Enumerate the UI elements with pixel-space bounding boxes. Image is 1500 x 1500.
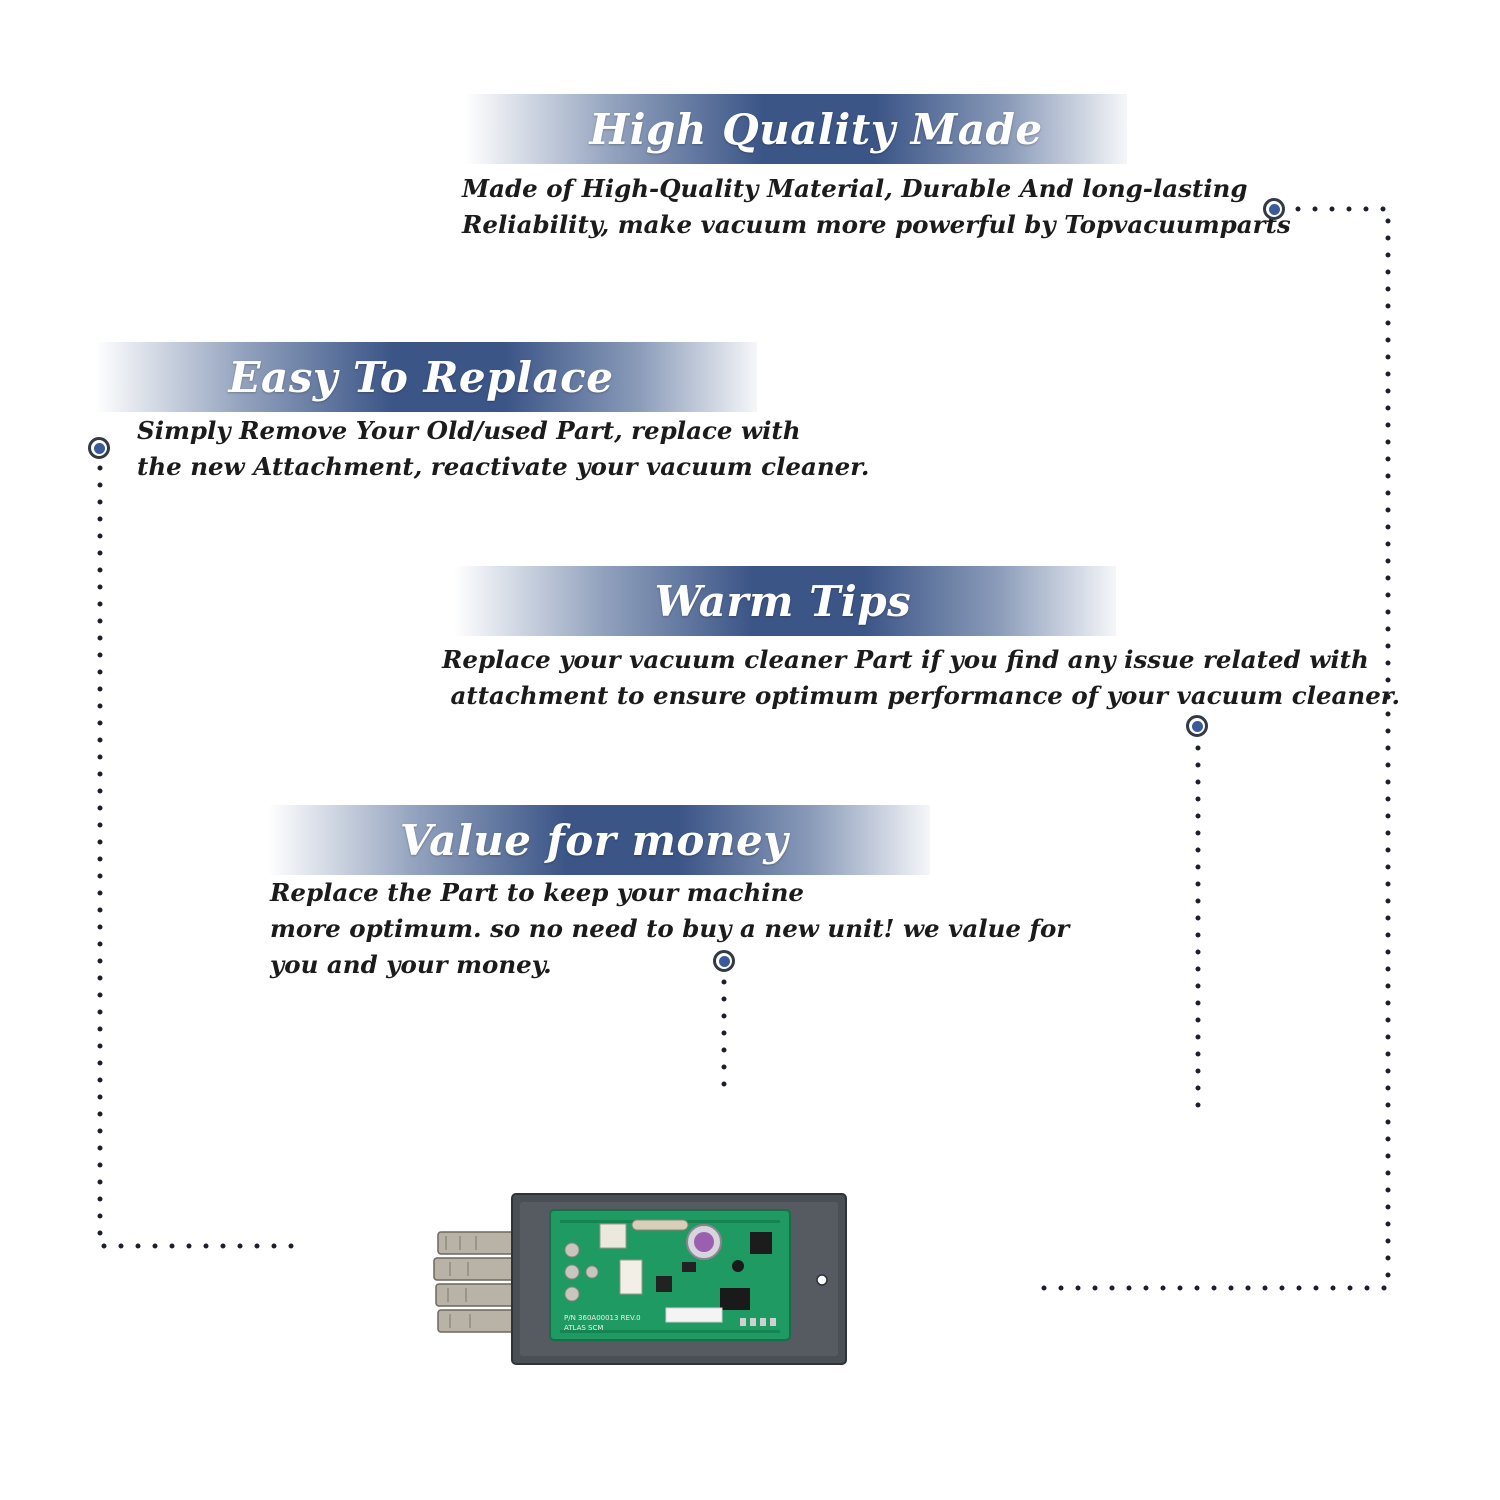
description-line: Replace your vacuum cleaner Part if you … <box>442 645 1369 674</box>
description-line: Replace the Part to keep your machine <box>270 878 804 907</box>
connector-terminals <box>433 1231 525 1333</box>
value-money-title: Value for money <box>399 815 789 865</box>
warm-tips-description: Replace your vacuum cleaner Part if you … <box>442 642 1400 714</box>
value-money-description: Replace the Part to keep your machine mo… <box>270 875 1069 983</box>
description-line: Simply Remove Your Old/used Part, replac… <box>137 416 801 445</box>
pcb-label: ATLAS SCM <box>564 1324 603 1332</box>
warm-tips-title: Warm Tips <box>654 576 912 626</box>
description-line: attachment to ensure optimum performance… <box>442 681 1401 710</box>
high-quality-description: Made of High-Quality Material, Durable A… <box>462 171 1291 243</box>
value-money-marker-icon <box>713 950 735 972</box>
easy-replace-description: Simply Remove Your Old/used Part, replac… <box>137 413 869 485</box>
high-quality-marker-icon <box>1263 198 1285 220</box>
easy-replace-marker-icon <box>88 437 110 459</box>
warm-tips-banner: Warm Tips <box>454 566 1116 636</box>
value-money-banner: Value for money <box>268 805 930 875</box>
description-line: Reliability, make vacuum more powerful b… <box>462 210 1291 239</box>
high-quality-banner: High Quality Made <box>465 94 1127 164</box>
easy-replace-title: Easy To Replace <box>228 352 614 402</box>
connector-high-quality <box>1035 206 1391 1291</box>
description-line: you and your money. <box>270 950 552 979</box>
control-board-image: P/N 360A00013 REV.0 ATLAS SCM <box>433 1193 847 1365</box>
description-line: more optimum. so no need to buy a new un… <box>270 914 1070 943</box>
description-line: Made of High-Quality Material, Durable A… <box>462 174 1248 203</box>
easy-replace-banner: Easy To Replace <box>95 342 757 412</box>
connector-easy-replace <box>97 465 299 1249</box>
high-quality-title: High Quality Made <box>589 104 1043 154</box>
warm-tips-marker-icon <box>1186 715 1208 737</box>
pcb-label: P/N 360A00013 REV.0 <box>564 1314 641 1322</box>
description-line: the new Attachment, reactivate your vacu… <box>137 452 870 481</box>
